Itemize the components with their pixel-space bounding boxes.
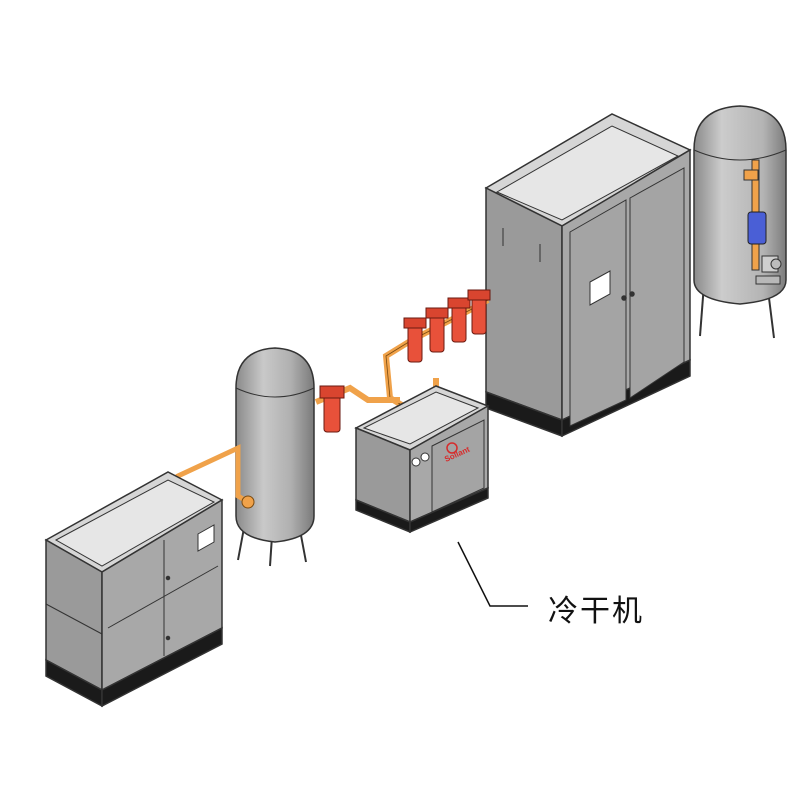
solenoid-valve bbox=[747, 211, 767, 245]
sollant-logo-mark bbox=[446, 442, 458, 454]
compressor-label-plate bbox=[197, 524, 215, 552]
dryer-callout-label: 冷干机 bbox=[548, 594, 644, 629]
air-receiver-tank-large bbox=[693, 105, 787, 339]
tank-plumbing bbox=[743, 159, 782, 285]
callout-leader-line bbox=[457, 541, 528, 607]
large-cabinet-label-plate bbox=[589, 270, 611, 306]
refrigerated-dryer: Sollant bbox=[354, 385, 490, 534]
filter-bank bbox=[319, 289, 491, 433]
dryer-gauge-right bbox=[420, 452, 430, 462]
large-cabinet-door-knob bbox=[621, 295, 627, 301]
air-receiver-tank-small bbox=[235, 347, 315, 567]
air-compressor bbox=[44, 471, 224, 708]
dryer-gauge-left bbox=[411, 457, 421, 467]
large-cabinet bbox=[484, 113, 692, 438]
large-cabinet-left-face bbox=[485, 186, 563, 422]
